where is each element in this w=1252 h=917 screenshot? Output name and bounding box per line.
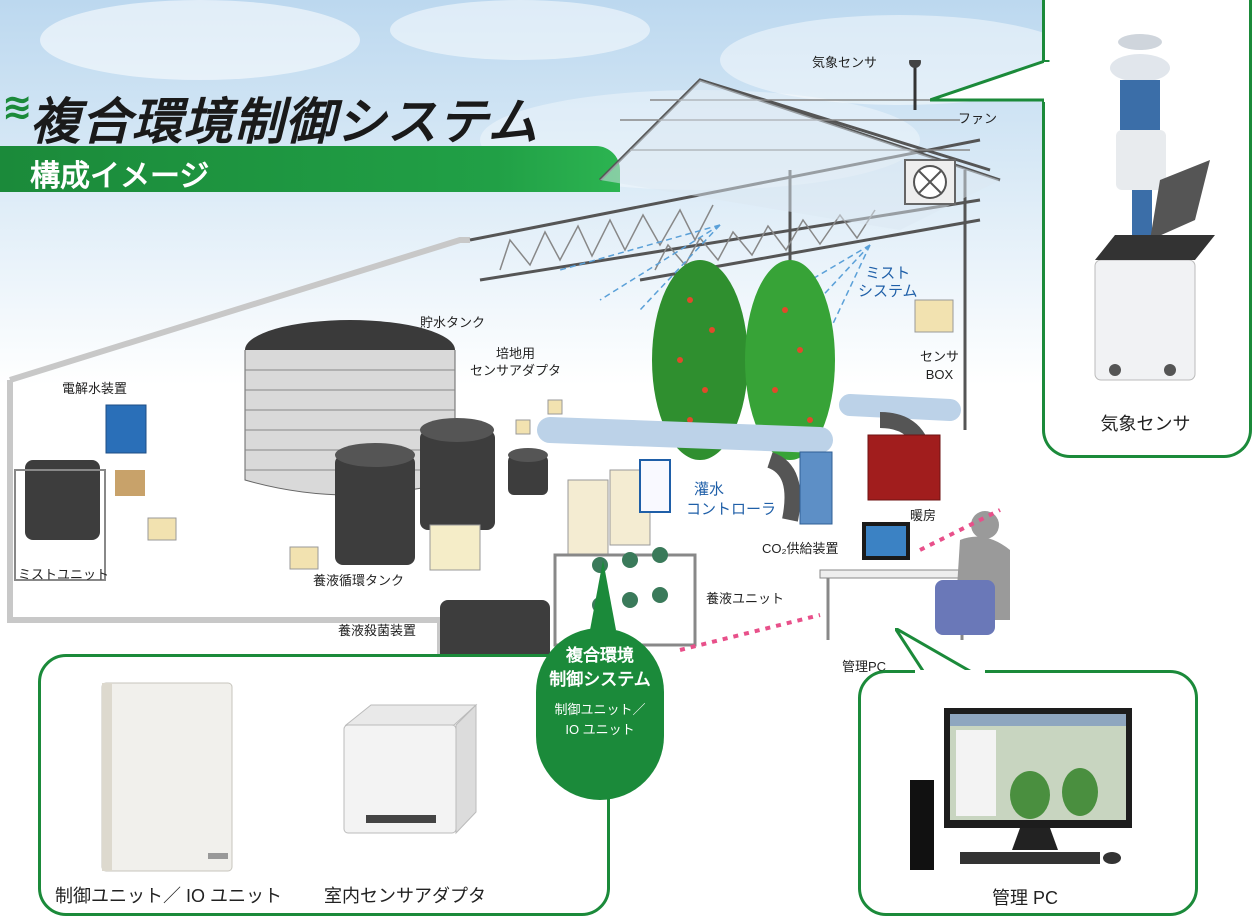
indoor-adapter-caption: 室内センサアダプタ [324, 886, 486, 906]
label-fan: ファン [958, 111, 998, 126]
pc-image [910, 708, 1132, 870]
subtitle-bar [0, 146, 620, 192]
label-co2: CO₂供給装置 [762, 541, 839, 556]
weather-sensor-image [1094, 34, 1215, 381]
badge-title: 複合環境 制御システム [549, 646, 651, 689]
page-subtitle: 構成イメージ [30, 160, 210, 193]
label-mist-unit: ミストユニット [18, 567, 110, 582]
label-mist-system: ミスト システム [858, 265, 918, 300]
badge-pointer [590, 560, 616, 630]
label-heater: 暖房 [910, 508, 937, 523]
pc-pointer [895, 628, 985, 674]
page-title: 複合環境制御システム [30, 94, 539, 150]
label-electrolyzer: 電解水装置 [62, 381, 128, 396]
label-sensor-adapter: 培地用 センサアダプタ [470, 346, 562, 378]
label-sensor-box: センサ BOX [920, 349, 960, 382]
control-unit-image [101, 682, 233, 872]
label-sterilizer: 養液殺菌装置 [338, 623, 417, 638]
label-nutrient-tank: 養液循環タンク [313, 573, 405, 588]
label-weather-sensor: 気象センサ [812, 55, 878, 70]
label-water-tank: 貯水タンク [420, 315, 486, 330]
system-badge: 複合環境 制御システム 制御ユニット／ IO ユニット [536, 628, 664, 800]
pc-caption: 管理 PC [991, 888, 1058, 908]
greenhouse-diagram [7, 60, 1010, 673]
weather-sensor-caption: 気象センサ [1100, 414, 1191, 434]
weather-sensor-pointer [930, 60, 1050, 102]
control-unit-caption: 制御ユニット／ IO ユニット [55, 886, 283, 906]
label-management-pc: 管理PC [842, 659, 887, 674]
badge-subtitle: 制御ユニット／ IO ユニット [554, 702, 646, 737]
title-mark-icon: ≋ [2, 86, 33, 127]
indoor-adapter-image [343, 703, 478, 835]
label-nutrient-unit: 養液ユニット [706, 591, 785, 606]
label-irrigation-controller: 灌水 コントローラ [686, 481, 777, 518]
